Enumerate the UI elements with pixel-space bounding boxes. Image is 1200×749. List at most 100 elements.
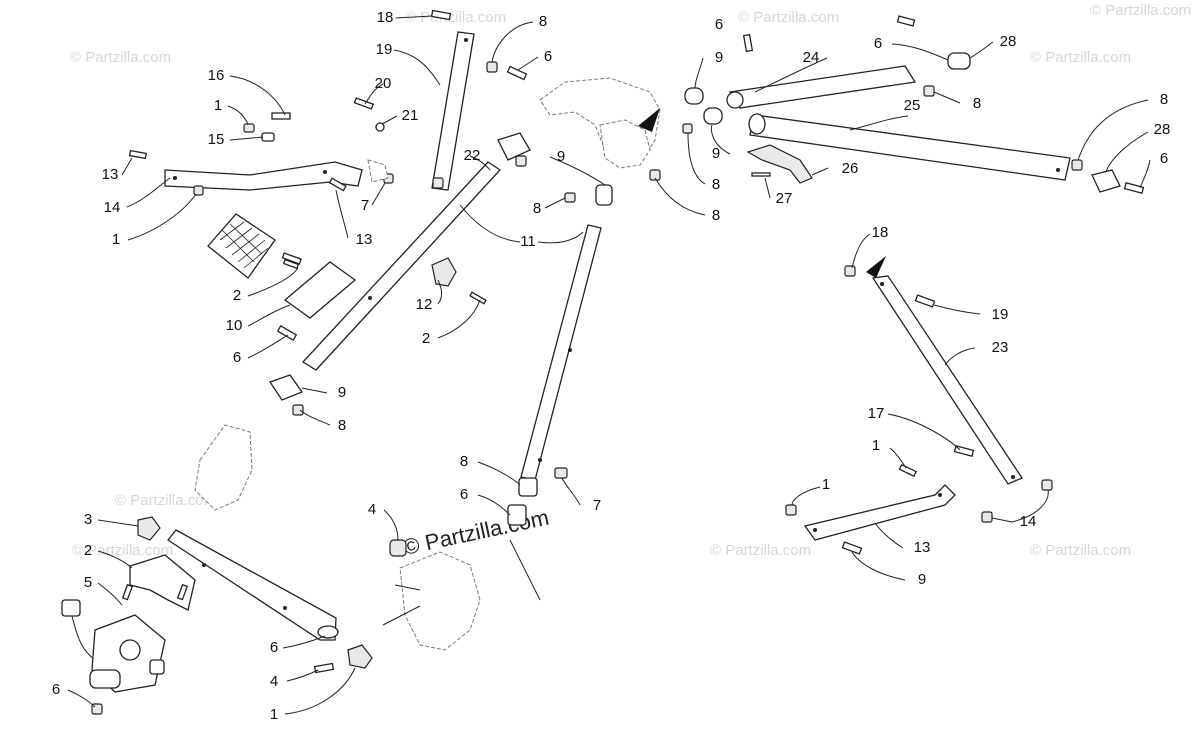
watermark: © Partzilla.com — [1090, 2, 1191, 19]
nut-icon — [515, 155, 527, 167]
sleeve-22 — [497, 132, 531, 161]
bolt-icon — [430, 9, 452, 21]
nut-icon — [923, 85, 935, 97]
callout-14: 13 — [914, 539, 931, 556]
callout-22: 22 — [464, 147, 481, 164]
callout-16: 16 — [208, 67, 225, 84]
callout-13: 13 — [356, 231, 373, 248]
callout-2: 2 — [233, 287, 241, 304]
bolt-icon — [176, 583, 189, 601]
bolt-icon — [328, 177, 347, 192]
callout-5: 6 — [270, 639, 278, 656]
diagonal-tube-11 — [301, 161, 501, 371]
callout-1: 6 — [52, 681, 60, 698]
sleeve-9 — [595, 184, 613, 206]
rivet-icon — [469, 291, 487, 305]
callout-27: 27 — [776, 190, 793, 207]
bracket-4 — [137, 516, 161, 541]
callout-20: 20 — [375, 75, 392, 92]
clamp-9 — [268, 374, 304, 401]
callout-8: 18 — [872, 224, 889, 241]
end-cap-9 — [684, 87, 704, 105]
tube-hole — [1056, 168, 1060, 172]
callout-19: 23 — [992, 339, 1009, 356]
left-upper-bar-14 — [164, 161, 363, 191]
callout-25: 25 — [904, 97, 921, 114]
callout-8: 6 — [460, 486, 468, 503]
bolt-icon — [841, 541, 863, 555]
parts-layer — [61, 9, 1145, 715]
watermark: © Partzilla.com — [710, 542, 811, 559]
callout-26: 26 — [842, 160, 859, 177]
watermark: © Partzilla.com — [70, 49, 171, 66]
bracket-4 — [347, 644, 373, 669]
watermark: © Partzilla.com — [401, 505, 551, 560]
actuator-assembly — [61, 599, 166, 715]
bolt-icon — [276, 325, 298, 341]
bolt-icon — [271, 112, 291, 120]
bolt-icon — [742, 33, 754, 53]
callout-24: 24 — [803, 49, 820, 66]
callout-17: 1 — [872, 437, 880, 454]
vertical-tube-11 — [520, 224, 602, 481]
callout-1: 1 — [822, 476, 830, 493]
nut-icon — [682, 123, 693, 134]
watermark: © Partzilla.com — [1030, 49, 1131, 66]
callout-12: 12 — [416, 296, 433, 313]
clip-icon — [261, 132, 275, 142]
ghost-right-mount — [399, 551, 481, 651]
callout-28: 28 — [1154, 121, 1171, 138]
callout-9: 9 — [557, 148, 565, 165]
callout-13: 9 — [918, 571, 926, 588]
callout-6: 6 — [715, 16, 723, 33]
callout-6: 7 — [593, 497, 601, 514]
sleeve-8 — [507, 504, 527, 526]
callout-8: 8 — [533, 200, 541, 217]
callout-19: 19 — [376, 41, 393, 58]
callout-6: 6 — [233, 349, 241, 366]
bolt-icon — [953, 444, 975, 458]
electronic-module — [207, 213, 276, 279]
watermark: © Partzilla.com — [72, 542, 173, 559]
ghost-bracket — [367, 159, 389, 183]
callout-6: 4 — [270, 673, 278, 690]
bolt-icon — [281, 252, 302, 265]
callout-8: 8 — [712, 176, 720, 193]
bolt-head-icon — [554, 467, 568, 479]
cap-12 — [431, 257, 457, 287]
leader-lines — [67, 15, 1151, 715]
callout-6: 6 — [544, 48, 552, 65]
nut-icon — [844, 265, 856, 277]
tube-hole — [538, 458, 542, 462]
callout-28: 28 — [1000, 33, 1017, 50]
callout-18: 19 — [992, 306, 1009, 323]
strap-26 — [746, 144, 813, 184]
callout-1: 14 — [1020, 513, 1037, 530]
callout-15: 15 — [208, 131, 225, 148]
bar-hole — [173, 176, 177, 180]
right-bar-19 — [871, 275, 1023, 485]
tube-end — [726, 91, 744, 109]
tube-hole — [368, 296, 372, 300]
washer-icon — [375, 122, 385, 132]
nut-icon — [1041, 479, 1053, 491]
callout-6: 6 — [874, 35, 882, 52]
watermark: © Partzilla.com — [1030, 542, 1131, 559]
callout-1: 1 — [112, 231, 120, 248]
callout-9: 9 — [338, 384, 346, 401]
sleeve-9 — [518, 477, 538, 497]
rivet-icon — [751, 172, 771, 177]
callout-23: 17 — [868, 405, 885, 422]
bolt-icon — [506, 65, 528, 81]
end-cap-28 — [1091, 169, 1121, 193]
bar-hole — [202, 563, 206, 567]
bolt-icon — [1123, 181, 1145, 195]
bolt-icon — [128, 149, 147, 160]
bolt-icon — [353, 97, 374, 110]
callout-13: 13 — [102, 166, 119, 183]
nut-icon — [785, 504, 797, 516]
callout-2: 5 — [84, 574, 92, 591]
nut-icon — [649, 169, 661, 181]
bar-hole — [880, 282, 884, 286]
